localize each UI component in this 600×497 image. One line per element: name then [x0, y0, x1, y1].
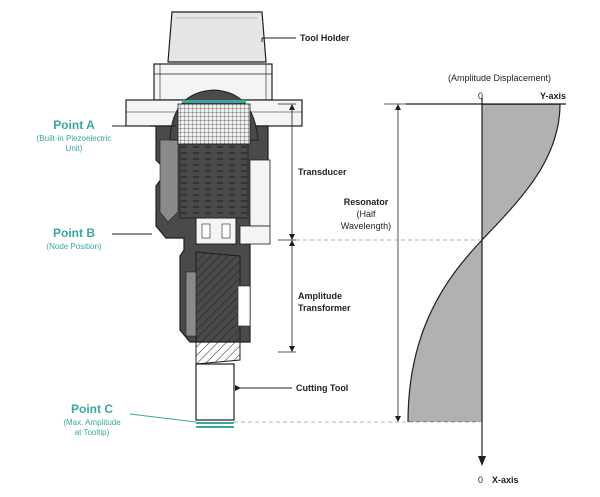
- point-c-title: Point C: [71, 402, 113, 416]
- point-a-title: Point A: [53, 118, 95, 132]
- callout-lines: [112, 37, 296, 423]
- y-axis-label: Y-axis: [540, 91, 567, 101]
- amplitude-graph: [406, 98, 566, 466]
- point-b-title: Point B: [53, 226, 95, 240]
- cutting-tool: [195, 363, 235, 428]
- point-a-sub1: (Built-in Piezoelectric: [36, 134, 112, 143]
- label-transducer: Transducer: [298, 167, 347, 177]
- graph-caption: (Amplitude Displacement): [448, 73, 552, 83]
- amplitude-transformer: [185, 217, 251, 365]
- x-axis-label: X-axis: [492, 475, 519, 485]
- label-amplitude: Amplitude: [298, 291, 342, 301]
- x-axis-arrow-icon: [478, 456, 486, 466]
- point-c-sub1: (Max. Amplitude: [63, 418, 121, 427]
- resonator-dimension: [384, 103, 412, 422]
- label-resonator-wavelength: Wavelength): [340, 221, 392, 231]
- point-a-sub2: Unit): [65, 144, 83, 153]
- label-resonator: Resonator: [343, 197, 389, 207]
- label-transformer: Transformer: [298, 303, 351, 313]
- graph-origin-top: 0: [478, 91, 484, 101]
- label-tool-holder: Tool Holder: [300, 33, 350, 43]
- dimension-lines: [278, 103, 296, 353]
- point-b-sub1: (Node Position): [46, 242, 102, 251]
- label-cutting-tool: Cutting Tool: [296, 383, 349, 393]
- point-c-sub2: at Tooltip): [74, 428, 110, 437]
- label-resonator-half: (Half: [356, 209, 376, 219]
- piezoelectric-unit: [169, 89, 259, 219]
- displacement-wave-area: [408, 104, 560, 422]
- graph-origin-bottom: 0: [478, 475, 484, 485]
